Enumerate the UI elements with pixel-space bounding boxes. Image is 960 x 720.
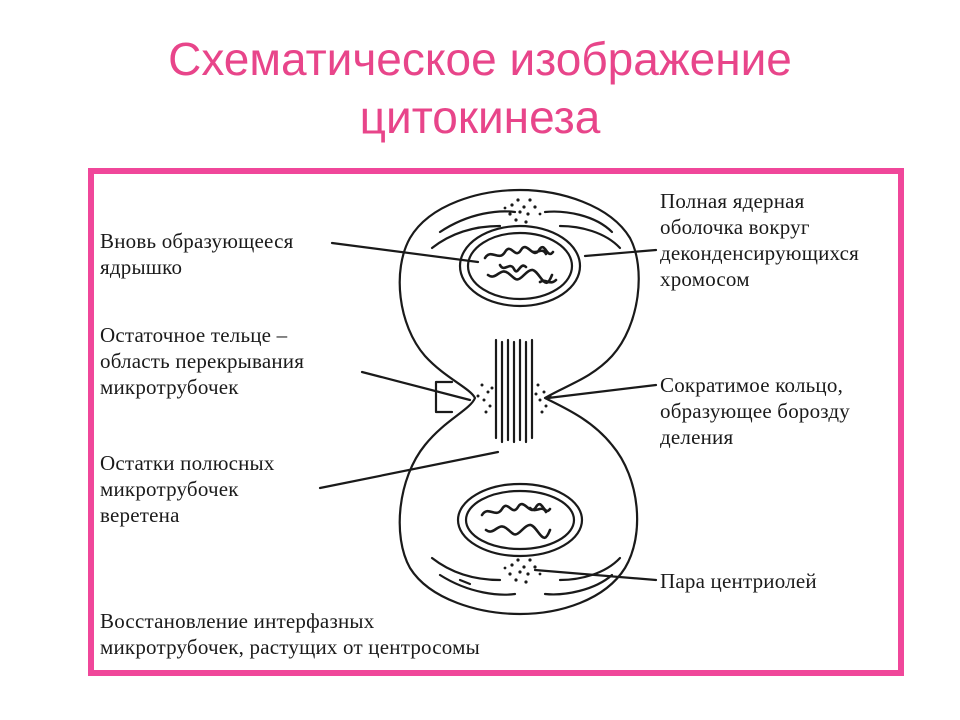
slide-title: Схематическое изображение цитокинеза — [0, 30, 960, 146]
title-line-1: Схематическое изображение — [168, 33, 792, 85]
stippled-regions — [476, 198, 552, 584]
label-polar-microtubules: Остатки полюсных микротрубочек веретена — [100, 451, 275, 527]
top-nucleus-outer — [458, 224, 582, 308]
diagram-frame — [88, 168, 904, 676]
midbody-bracket — [434, 380, 454, 414]
label-nuclear-envelope: Полная ядерная оболочка вокруг деконденс… — [660, 189, 859, 291]
top-nucleus-inner — [466, 231, 574, 301]
label-interphase-microtubules: Восстановление интерфазных микротрубочек… — [100, 609, 480, 659]
bottom-nucleus-inner — [464, 489, 576, 551]
contractile-ring-right — [534, 383, 552, 414]
contractile-ring-left — [476, 383, 494, 414]
top-centrosome — [503, 198, 542, 224]
label-centriole-pair: Пара центриолей — [660, 569, 817, 593]
bottom-centrosome — [503, 558, 542, 584]
label-midbody: Остаточное тельце – область перекрывания… — [100, 323, 305, 399]
label-contractile-ring: Сократимое кольцо, образующее борозду де… — [660, 373, 850, 449]
label-new-nucleolus: Вновь образующееся ядрышко — [100, 229, 294, 279]
bottom-nucleus-outer — [456, 482, 584, 558]
title-line-2: цитокинеза — [359, 91, 601, 143]
cell-membrane — [398, 188, 640, 616]
midbody-microtubules — [494, 338, 534, 444]
